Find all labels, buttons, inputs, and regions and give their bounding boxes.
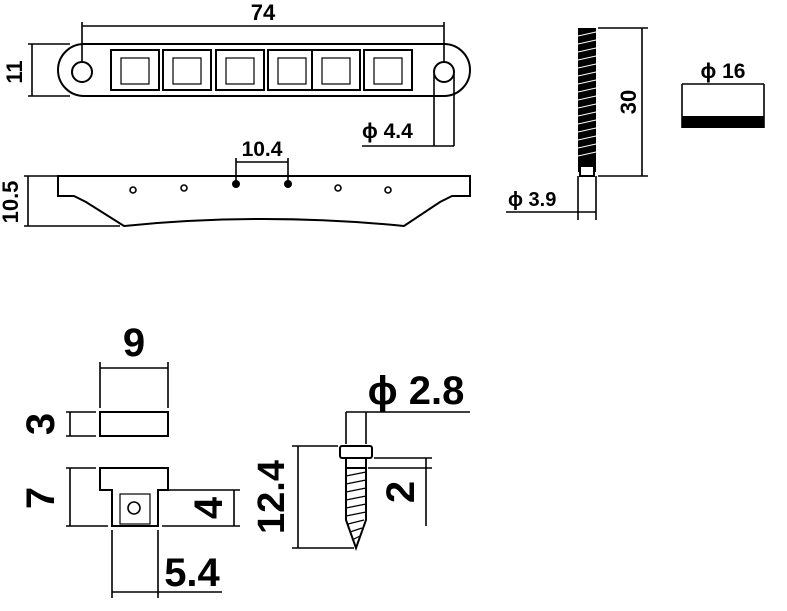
bridge-width-label: 74 <box>251 0 276 25</box>
saddle-spacing-label: 10.4 <box>242 138 283 161</box>
post-view: 30 ϕ 3.9 <box>506 27 648 220</box>
screw-head-label: 2 <box>379 481 423 503</box>
screw-diameter-label: ϕ 2.8 <box>368 369 465 413</box>
screw-length-label: 12.4 <box>251 460 293 534</box>
saddle-row <box>110 49 413 91</box>
wheel-view: ϕ 16 <box>681 60 765 128</box>
post-length-label: 30 <box>616 90 641 114</box>
saddle-slot-offset-label: 5.4 <box>164 551 220 595</box>
screw-detail: ϕ 2.8 12.4 2 <box>251 369 470 551</box>
side-height-label: 10.5 <box>0 181 23 224</box>
saddle-detail: 9 3 7 4 5.4 <box>19 321 240 598</box>
bridge-side-view: 10.4 10.5 <box>0 138 471 228</box>
saddle-width-label: 9 <box>123 321 145 365</box>
hole-diameter-label: ϕ 4.4 <box>362 120 413 143</box>
bridge-top-view: 74 11 ϕ 4.4 <box>2 0 471 147</box>
saddle-slot-height-label: 4 <box>187 496 231 519</box>
wheel-diameter-label: ϕ 16 <box>701 60 746 83</box>
saddle-top-height-label: 3 <box>19 413 63 435</box>
bridge-height-label: 11 <box>2 60 27 83</box>
post-diameter-label: ϕ 3.9 <box>508 189 556 211</box>
saddle-height-label: 7 <box>19 487 63 509</box>
